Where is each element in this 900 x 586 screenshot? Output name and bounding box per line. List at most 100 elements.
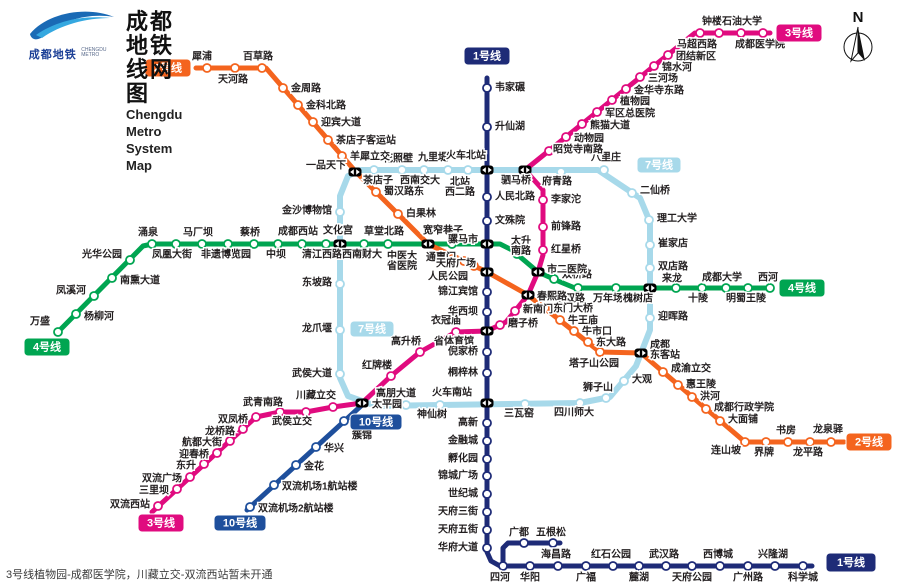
station-label: 西博城 bbox=[703, 548, 733, 561]
station-label: 中医大省医院 bbox=[386, 249, 417, 272]
station-dot bbox=[53, 327, 63, 337]
station-dot bbox=[125, 255, 135, 265]
station-label: 航都大街 bbox=[182, 436, 222, 449]
station-label: 簇锦 bbox=[351, 429, 372, 442]
station-label: 宽窄巷子 bbox=[422, 224, 463, 237]
station-dot bbox=[273, 239, 283, 249]
station-dot bbox=[619, 376, 629, 386]
station-dot bbox=[171, 239, 181, 249]
station-label: 金华寺东路 bbox=[633, 84, 685, 97]
station-dot bbox=[386, 371, 396, 381]
station-label: 三瓦窑 bbox=[504, 407, 534, 420]
station-dot bbox=[447, 239, 457, 249]
station-label: 玉双路 bbox=[555, 292, 586, 305]
station-dot bbox=[482, 347, 492, 357]
svg-text:2号线: 2号线 bbox=[855, 434, 883, 448]
station-label: 成都东客站 bbox=[650, 338, 680, 361]
line-2-badge: 2号线 bbox=[144, 58, 192, 78]
station-dot bbox=[401, 400, 411, 410]
station-label: 春熙路 bbox=[537, 290, 568, 303]
station-label: 成都行政学院 bbox=[714, 401, 774, 414]
station-dot bbox=[397, 165, 407, 175]
station-dot bbox=[569, 326, 579, 336]
station-dot bbox=[482, 368, 492, 378]
station-dot bbox=[649, 61, 659, 71]
svg-text:10号线: 10号线 bbox=[359, 414, 393, 428]
station-dot bbox=[482, 543, 492, 553]
station-label: 川藏立交 bbox=[295, 389, 336, 402]
station-label: 熊猫大道 bbox=[590, 119, 630, 132]
station-label: 凤凰大街 bbox=[152, 248, 192, 261]
station-label: 十陵 bbox=[688, 292, 709, 305]
station-dot bbox=[482, 307, 492, 317]
line-3-badge: 3号线 bbox=[775, 23, 823, 43]
station-label: 海昌路 bbox=[541, 548, 572, 561]
station-label: 成都医学院 bbox=[735, 38, 785, 51]
station-label: 犀浦 bbox=[191, 50, 212, 63]
station-label: 槐树店 bbox=[622, 292, 653, 305]
station-dot bbox=[761, 437, 771, 447]
station-dot bbox=[107, 273, 117, 283]
line-7-badge: 7号线 bbox=[636, 156, 682, 174]
station-dot bbox=[714, 28, 724, 38]
station-label: 龙平路 bbox=[792, 446, 824, 459]
line-4-badge: 4号线 bbox=[778, 278, 826, 298]
station-dot bbox=[498, 561, 508, 571]
transfer-station-icon bbox=[480, 398, 494, 408]
svg-text:3号线: 3号线 bbox=[785, 25, 813, 39]
station-label: 龙爪堰 bbox=[301, 322, 332, 335]
station-label: 李家沱 bbox=[550, 193, 581, 206]
station-label: 茶店子 bbox=[362, 174, 393, 187]
station-label: 高朋大道 bbox=[376, 387, 416, 400]
station-dot bbox=[278, 83, 288, 93]
station-label: 牛王庙 bbox=[568, 314, 598, 327]
station-dot bbox=[583, 337, 593, 347]
station-label: 太升南路 bbox=[510, 234, 532, 257]
station-label: 双流西站 bbox=[110, 498, 150, 511]
line-1-branch-path bbox=[500, 540, 563, 569]
station-label: 迎宾大道 bbox=[321, 116, 361, 129]
station-dot bbox=[495, 320, 505, 330]
station-label: 动物园 bbox=[574, 132, 604, 145]
station-label: 磨子桥 bbox=[507, 317, 539, 330]
station-dot bbox=[335, 325, 345, 335]
station-dot bbox=[581, 561, 591, 571]
line-1-badge: 1号线 bbox=[825, 552, 877, 573]
station-label: 牛市口 bbox=[582, 325, 612, 338]
station-dot bbox=[212, 448, 222, 458]
station-label: 花照壁 bbox=[383, 152, 413, 165]
station-label: 天府广场 bbox=[436, 257, 476, 270]
station-label: 锦水河 bbox=[662, 61, 692, 74]
station-dot bbox=[575, 398, 585, 408]
station-dot bbox=[482, 216, 492, 226]
station-label: 科学城 bbox=[788, 571, 818, 584]
station-dot bbox=[736, 28, 746, 38]
station-label: 人民北路 bbox=[495, 190, 536, 203]
station-dot bbox=[687, 561, 697, 571]
station-dot bbox=[644, 215, 654, 225]
station-dot bbox=[249, 239, 259, 249]
station-label: 钟楼 bbox=[702, 15, 722, 28]
station-label: 双桥路 bbox=[562, 268, 593, 281]
station-label: 锦江宾馆 bbox=[438, 285, 478, 298]
station-dot bbox=[592, 107, 602, 117]
compass-icon: N bbox=[843, 9, 873, 63]
station-dot bbox=[645, 313, 655, 323]
station-dot bbox=[482, 489, 492, 499]
station-dot bbox=[695, 28, 705, 38]
station-dot bbox=[525, 561, 535, 571]
station-label: 马超西路 bbox=[677, 38, 718, 51]
station-dot bbox=[197, 239, 207, 249]
station-dot bbox=[520, 399, 530, 409]
station-dot bbox=[548, 538, 558, 548]
metro-logo-swoosh bbox=[30, 11, 114, 40]
station-dot bbox=[482, 287, 492, 297]
station-dot bbox=[607, 95, 617, 105]
station-label: 军区总医院 bbox=[605, 107, 655, 120]
transfer-station-icon bbox=[634, 348, 648, 358]
station-label: 省体育馆 bbox=[433, 335, 474, 348]
station-dot bbox=[230, 63, 240, 73]
station-dot bbox=[293, 100, 303, 110]
station-dot bbox=[451, 327, 461, 337]
line-4-path bbox=[55, 241, 775, 335]
